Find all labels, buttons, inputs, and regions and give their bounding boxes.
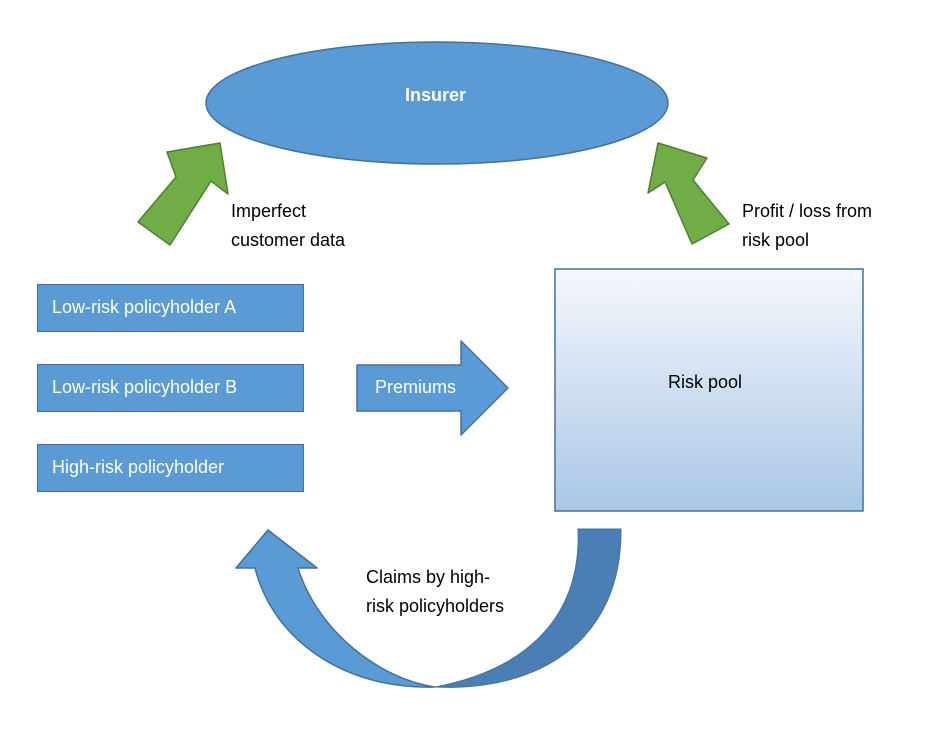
- premiums-arrow: [356, 340, 509, 436]
- claims-label-line1: Claims by high-: [366, 567, 491, 587]
- policyholder-high-risk: High-risk policyholder: [37, 444, 304, 492]
- imperfect-data-label-line2: customer data: [231, 230, 346, 250]
- insurer-label: Insurer: [405, 85, 467, 105]
- imperfect-data-label-line1: Imperfect: [231, 201, 307, 221]
- premiums-label: Premiums: [375, 377, 457, 397]
- claims-label-line2: risk policyholders: [366, 596, 505, 616]
- risk-pool-label: Risk pool: [668, 372, 743, 392]
- policyholder-low-risk-b: Low-risk policyholder B: [37, 364, 304, 412]
- profit-loss-arrow: [647, 142, 730, 245]
- profit-loss-label-line1: Profit / loss from: [742, 201, 873, 221]
- profit-loss-label-line2: risk pool: [742, 230, 810, 250]
- claims-arrow-front: [235, 529, 436, 688]
- insurer-ellipse: [205, 41, 669, 165]
- risk-pool-box: [554, 268, 864, 512]
- policyholder-low-risk-a: Low-risk policyholder A: [37, 284, 304, 332]
- imperfect-data-arrow: [137, 142, 229, 246]
